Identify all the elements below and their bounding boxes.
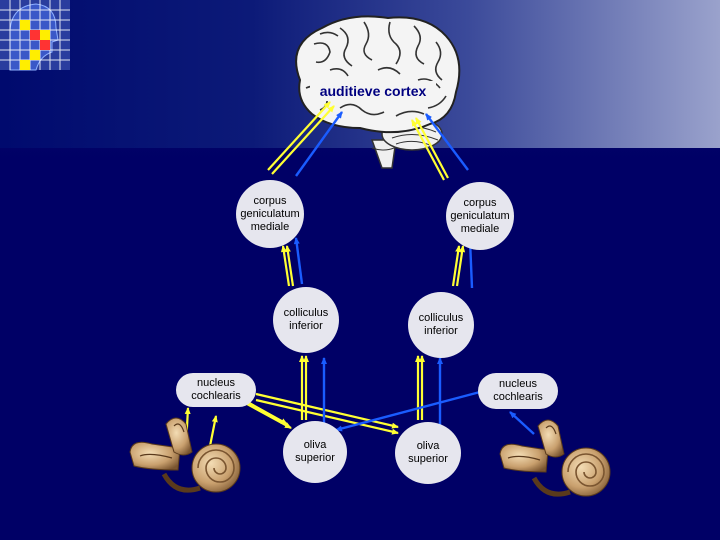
colliculus-inferior-right: colliculus inferior [408, 292, 474, 358]
corpus-geniculatum-mediale-left: corpus geniculatum mediale [236, 180, 304, 248]
oliva-superior-left: oliva superior [283, 421, 347, 483]
cochlea-icon [499, 419, 611, 497]
ascending-pathway [184, 101, 466, 447]
nucleus-cochlearis-right: nucleus cochlearis [478, 373, 558, 409]
oliva-superior-right: oliva superior [395, 422, 461, 484]
auditory-cortex-label: auditieve cortex [310, 81, 436, 101]
nucleus-cochlearis-left: nucleus cochlearis [176, 373, 256, 407]
brain-icon [295, 15, 461, 169]
corpus-geniculatum-mediale-right: corpus geniculatum mediale [446, 182, 514, 250]
head-grid-logo-icon [0, 0, 70, 71]
descending-pathway [293, 111, 535, 435]
cochlea-icon [129, 417, 241, 493]
colliculus-inferior-left: colliculus inferior [273, 287, 339, 353]
